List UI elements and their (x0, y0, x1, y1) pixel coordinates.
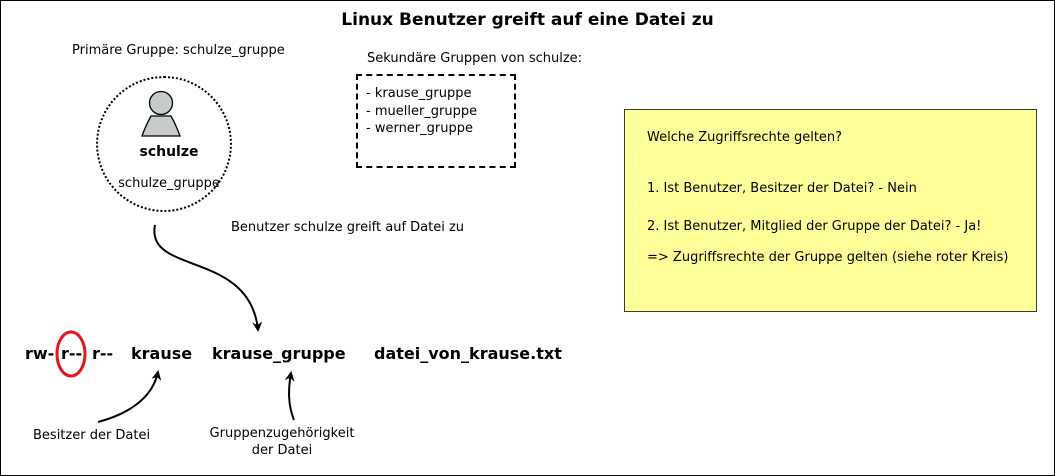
access-label: Benutzer schulze greift auf Datei zu (231, 220, 465, 235)
note-question: Welche Zugriffsrechte gelten? (647, 130, 843, 145)
perm-owner: rw- (25, 344, 55, 363)
diagram-title: Linux Benutzer greift auf eine Datei zu (341, 10, 714, 30)
perm-other: r-- (92, 344, 114, 363)
user-name: schulze (139, 144, 199, 160)
secondary-groups-list: - krause_gruppe - mueller_gruppe - werne… (366, 85, 477, 138)
group-label: Gruppenzugehörigkeit der Datei (198, 425, 366, 459)
secondary-group-item: - mueller_gruppe (366, 103, 478, 119)
rules-note: Welche Zugriffsrechte gelten? 1. Ist Ben… (624, 109, 1037, 312)
file-group: krause_gruppe (212, 344, 346, 363)
group-label-line-2: der Datei (251, 443, 313, 458)
owner-label: Besitzer der Datei (33, 428, 151, 443)
note-step-1: 1. Ist Benutzer, Besitzer der Datei? - N… (647, 181, 917, 196)
secondary-group-item: - werner_gruppe (366, 121, 473, 136)
secondary-groups-label: Sekundäre Gruppen von schulze: (367, 51, 583, 66)
secondary-groups-box (356, 74, 516, 168)
secondary-group-item: - krause_gruppe (366, 86, 472, 101)
note-conclusion: => Zugriffsrechte der Gruppe gelten (sie… (647, 250, 1009, 265)
group-label-line-1: Gruppenzugehörigkeit (209, 426, 355, 441)
user-circle (96, 76, 232, 212)
note-step-2: 2. Ist Benutzer, Mitglied der Gruppe der… (647, 219, 982, 234)
primary-group-label: Primäre Gruppe: schulze_gruppe (72, 43, 285, 58)
file-owner: krause (131, 344, 193, 363)
perm-group: r-- (61, 344, 83, 363)
user-primary-group: schulze_gruppe (118, 176, 220, 191)
file-name: datei_von_krause.txt (374, 344, 562, 363)
